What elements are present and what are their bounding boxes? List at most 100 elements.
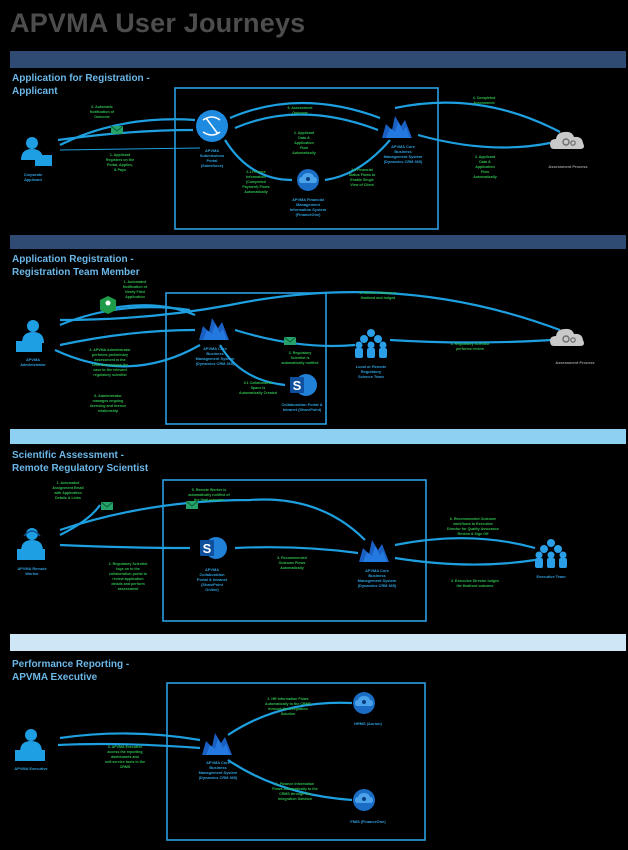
collab-label-s3-1: APVMA — [205, 567, 219, 572]
s4-step-2-l4: Solution — [281, 712, 295, 716]
section-4-header-bar — [10, 634, 626, 651]
crm-logo-icon-s4 — [202, 733, 232, 755]
crm-label-s4-1: APVMA Core — [206, 760, 231, 765]
s2-step-2-l4: CRM and assigns the — [92, 363, 128, 367]
notification-hex-person — [105, 300, 111, 306]
s2-step-5-l2: finalised and lodged — [361, 296, 396, 300]
s1-flow-applicant-line — [59, 147, 201, 151]
s2-step-6-l3: licensing and licence — [90, 404, 126, 408]
section-2-title-line-1: Application Registration - — [12, 254, 134, 265]
s1-step-22-l4: View of Client — [350, 183, 374, 187]
s3-flow-collab-to-crm — [234, 546, 359, 555]
s2-step-2-l5: case to the relevant — [93, 368, 127, 372]
s3-flow-crm-to-exec — [394, 537, 536, 550]
s3-step-2-l1: 2. Regulatory Scientist — [109, 562, 149, 566]
crm-label-s1-1: APVMA Core — [391, 144, 416, 149]
crm-label-s3-4: (Dynamics CRM 365) — [358, 583, 397, 588]
s3-step-4-l2: the finalised outcome — [457, 584, 494, 588]
s2-step-5-l1: 5. Review Outcome is — [360, 291, 397, 295]
s4-step-1-l3: CRMS through the — [279, 792, 311, 796]
applicant-laptop-icon — [35, 155, 52, 166]
section-2-header-bar — [10, 235, 626, 249]
s4-step-2-l2: Automatically to the CRMS — [265, 702, 312, 706]
crm-logo-icon-s2 — [199, 318, 229, 340]
s3-flow-crm-to-worker — [59, 498, 366, 541]
portal-icon — [196, 110, 228, 142]
collab-label-s3-5: Online) — [205, 587, 219, 592]
crm-logo-icon-s3 — [359, 540, 389, 562]
section-3-boundary-box — [162, 479, 427, 622]
s3-step-2-l4: review application — [112, 577, 143, 581]
collab-label-s3-4: (SharePoint — [201, 582, 224, 587]
finance-label-3: Information System — [290, 207, 327, 212]
email-icon-s2 — [283, 336, 297, 346]
s2-step-1-l4: Application — [125, 295, 145, 299]
s1-flow-crm-to-assessment — [417, 133, 551, 149]
exec-label: APVMA Executive — [14, 766, 48, 771]
crm-logo-icon-s1 — [382, 116, 412, 138]
section-3-title-line-1: Scientific Assessment - — [12, 450, 124, 461]
s4-step-3-l4: self-service tools in the — [105, 760, 145, 764]
crm-label-s4-3: Management System — [199, 770, 238, 775]
s4-step-1-l2: Flows Automatically to the — [272, 787, 317, 791]
s2-step-1-l2: Notification of — [123, 285, 148, 289]
s3-flow-exec-to-crm — [394, 556, 536, 566]
hrms-label: HRMS (Aurion) — [354, 721, 382, 726]
remote-worker-laptop-icon — [17, 549, 45, 560]
s1-step-3-l1: 3. Applicant — [475, 155, 496, 159]
s4-step-2-l3: through the Integration — [268, 707, 308, 711]
s3-step-3-l1: 3. Recommended — [277, 556, 307, 560]
s2-flow-crm-to-admin — [59, 306, 191, 327]
s1-step-2-l4: Flow — [300, 146, 308, 150]
s1-flow-assessment-to-crm — [394, 101, 561, 133]
s1-step-1-l4: & Pays — [114, 168, 126, 172]
finance-label-2: Management — [296, 202, 320, 207]
admin-label-1: APVMA — [26, 357, 40, 362]
s3-step-2-l6: assessment — [118, 587, 139, 591]
s4-step-3-l5: CRMS — [120, 765, 131, 769]
worker-label-1: APVMA Remote — [17, 566, 47, 571]
s4-step-1-l1: 1. Finance Information — [276, 782, 314, 786]
email-icon-s1 — [110, 125, 124, 135]
crm-label-s4-4: (Dynamics CRM 365) — [199, 775, 238, 780]
collab-label-s3-2: Collaboration — [199, 572, 225, 577]
s3-step-1-l4: Details & Links — [55, 496, 81, 500]
crm-label-s3-3: Management System — [358, 578, 397, 583]
s1-step-21-l3: (Completed — [246, 180, 266, 184]
s1-step-21-l1: 2.1 Finance — [246, 170, 266, 174]
section-4-boundary-box — [166, 682, 426, 841]
s1-step-22-l1: 2.2 Financial — [351, 168, 373, 172]
s1-flow-portal-to-applicant — [59, 118, 196, 146]
s2-step-31-l3: Automatically Created — [239, 391, 277, 395]
s4-step-3-l2: access the reporting — [107, 750, 142, 754]
crm-label-s1-4: (Dynamics CRM 365) — [384, 159, 423, 164]
sharepoint-icon-s3 — [200, 537, 227, 559]
exec-team-label: Executive Team — [536, 574, 566, 579]
crm-label-s2-2: Business — [206, 351, 223, 356]
s2-step-3-l3: automatically notified — [282, 361, 319, 365]
s4-step-3-l1: 3. APVMA Executive — [108, 745, 143, 749]
s3-step-6-l1: 6. Recommended Outcome — [450, 517, 496, 521]
s4-flow-hrms-to-crm — [227, 701, 353, 736]
s2-flow-admin-lower — [54, 344, 201, 368]
s3-step-5-l1: 5. Remote Worker is — [192, 488, 227, 492]
s3-step-1-l3: with Application — [53, 491, 82, 495]
s3-step-3-l2: Outcome Flows — [279, 561, 306, 565]
assessment-process-icon-s1 — [549, 131, 585, 150]
s2-step-2-l2: performs preliminary — [92, 353, 128, 357]
crm-label-s4-2: Business — [209, 765, 226, 770]
s1-flow-portal-to-crm — [234, 113, 379, 132]
s3-step-6-l4: Review & Sign Off — [458, 532, 490, 536]
scientists-label-1: Local or Remote — [356, 364, 387, 369]
portal-label-1: APVMA — [205, 148, 219, 153]
s1-step-4-l2: Assessment — [473, 101, 495, 105]
s1-step-3-l2: Data & — [479, 160, 491, 164]
s1-step-3-l4: Flow — [481, 170, 489, 174]
assessment-label-s1: Assessment Process — [548, 164, 587, 169]
applicant-label-1: Corporate — [24, 172, 43, 177]
s2-step-3-l2: Scientist is — [291, 356, 310, 360]
crm-label-s3-2: Business — [368, 573, 385, 578]
s2-step-3-l1: 3. Regulatory — [289, 351, 312, 355]
s1-step-21-l5: Automatically — [244, 190, 268, 194]
